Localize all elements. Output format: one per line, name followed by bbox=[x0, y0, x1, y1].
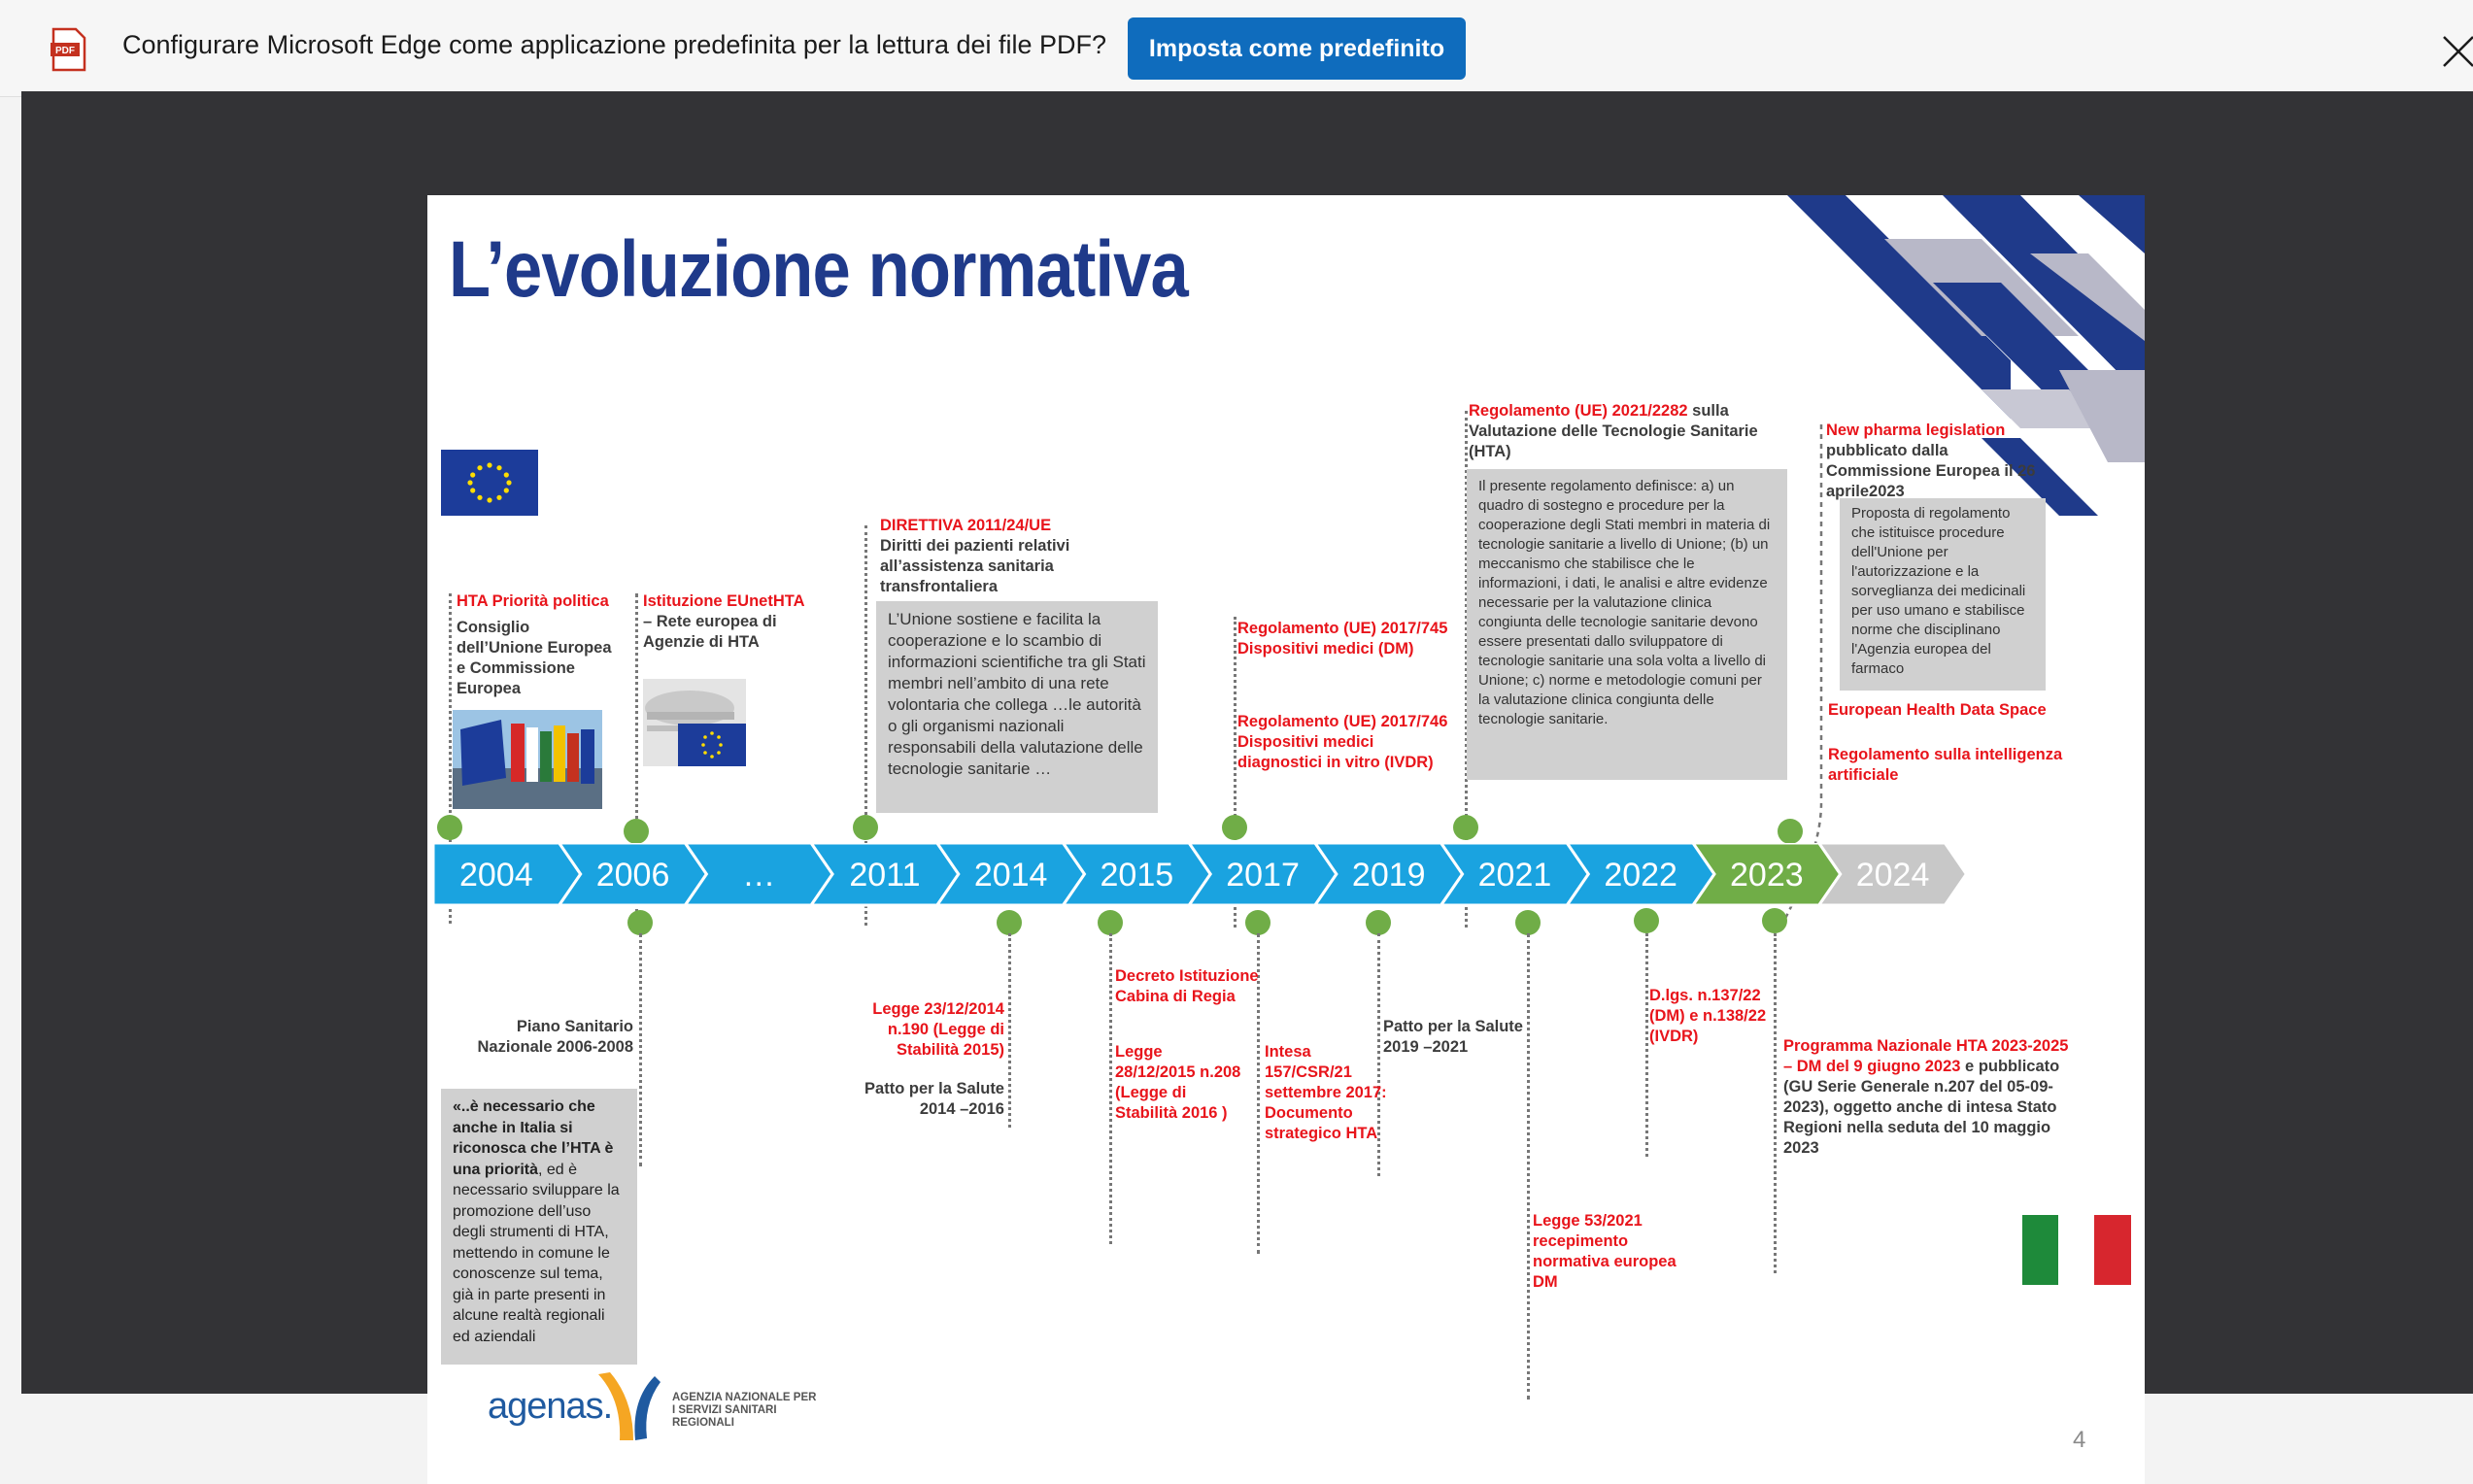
timeline-year-2021: 2021 bbox=[1478, 857, 1552, 894]
timeline-dot-2022-bottom bbox=[1634, 908, 1659, 933]
timeline-dot-2017-bottom bbox=[1245, 910, 1270, 935]
programma-body: e pubblicato (GU Serie Generale n.207 de… bbox=[1783, 1058, 2060, 1157]
legge-2015-text: Legge 28/12/2015 n.208 (Legge di Stabili… bbox=[1115, 1043, 1241, 1122]
default-pdf-infobar: PDF Configurare Microsoft Edge come appl… bbox=[0, 0, 2473, 97]
pdf-icon: PDF bbox=[51, 27, 86, 72]
timeline-year-2014: 2014 bbox=[974, 857, 1048, 894]
timeline-dot-2017-top bbox=[1222, 815, 1247, 840]
timeline-year-2024: 2024 bbox=[1856, 857, 1930, 894]
timeline-dot-2023-bottom bbox=[1762, 908, 1787, 933]
eunethta-body: – Rete europea di Agenzie di HTA bbox=[643, 613, 777, 651]
timeline-segment-2024 bbox=[1815, 843, 1969, 907]
intesa-text: Intesa 157/CSR/21 settembre 2017: Docume… bbox=[1265, 1043, 1387, 1142]
close-icon[interactable] bbox=[2438, 29, 2473, 68]
eunethta-label: Istituzione EUnetHTA bbox=[643, 592, 804, 610]
ehds-label: European Health Data Space bbox=[1828, 701, 2047, 719]
reg-2282-box: Il presente regolamento definisce: a) un… bbox=[1467, 469, 1787, 780]
timeline-year-2019: 2019 bbox=[1352, 857, 1426, 894]
pdf-viewer[interactable]: L’evoluzione normativa HTA Priorità poli… bbox=[21, 91, 2473, 1484]
timeline-year-2006: 2006 bbox=[596, 857, 670, 894]
dlgs-text: D.lgs. n.137/22 (DM) e n.138/22 (IVDR) bbox=[1649, 987, 1767, 1045]
direttiva-label: DIRETTIVA 2011/24/UE bbox=[880, 517, 1052, 534]
programma-text: Programma Nazionale HTA 2023-2025 – DM d… bbox=[1783, 1036, 2075, 1159]
italy-flag-icon bbox=[2022, 1215, 2131, 1285]
agenas-tagline: AGENZIA NAZIONALE PER I SERVIZI SANITARI… bbox=[672, 1392, 837, 1430]
patto-2014-text: Patto per la Salute 2014 –2016 bbox=[864, 1080, 1004, 1118]
reg-2282-text: Regolamento (UE) 2021/2282 sulla Valutaz… bbox=[1469, 401, 1760, 462]
psn-quote-rest: , ed è necessario sviluppare la promozio… bbox=[453, 1161, 620, 1345]
legge-53-text: Legge 53/2021 recepimento normativa euro… bbox=[1533, 1212, 1677, 1291]
page-number: 4 bbox=[2073, 1427, 2086, 1453]
pdf-page[interactable]: L’evoluzione normativa HTA Priorità poli… bbox=[427, 195, 2145, 1484]
eu-flags-photo bbox=[453, 710, 602, 809]
pharma-body: pubblicato dalla Commissione Europea il … bbox=[1826, 442, 2036, 500]
eu-building-photo bbox=[643, 679, 746, 766]
reg-2282-body: sulla Valutazione delle Tecnologie Sanit… bbox=[1469, 402, 1758, 460]
psn-quote-box: «..è necessario che anche in Italia si r… bbox=[441, 1089, 637, 1365]
timeline-year-ellipsis: … bbox=[742, 857, 775, 894]
timeline-year-2015: 2015 bbox=[1101, 857, 1174, 894]
timeline-dot-2004-top bbox=[437, 815, 462, 840]
eu-flag-icon bbox=[441, 450, 538, 516]
psn-quote-bold: «..è necessario che anche in Italia si r… bbox=[453, 1098, 614, 1178]
timeline-year-2022: 2022 bbox=[1604, 857, 1677, 894]
patto-2019-text: Patto per la Salute 2019 –2021 bbox=[1383, 1018, 1523, 1056]
pharma-text: New pharma legislation pubblicato dalla … bbox=[1826, 421, 2055, 502]
timeline-dot-2021-top bbox=[1453, 815, 1478, 840]
slide-title: L’evoluzione normativa bbox=[449, 225, 1189, 314]
hta-priority-label: HTA Priorità politica bbox=[457, 592, 609, 610]
timeline-year-2011: 2011 bbox=[849, 857, 920, 894]
agenas-logo-mark bbox=[598, 1372, 661, 1440]
psn-text: Piano Sanitario Nazionale 2006-2008 bbox=[477, 1018, 633, 1056]
hta-priority-text: HTA Priorità politica Consiglio dell’Uni… bbox=[457, 591, 612, 699]
timeline-dot-2011-top bbox=[853, 815, 878, 840]
timeline-year-2004: 2004 bbox=[459, 857, 533, 894]
timeline-dot-2019-bottom bbox=[1366, 910, 1391, 935]
agenas-logo: agenas. AGENZIA NAZIONALE PER I SERVIZI … bbox=[488, 1370, 837, 1448]
timeline-year-2023: 2023 bbox=[1730, 857, 1804, 894]
direttiva-body: Diritti dei pazienti relativi all’assist… bbox=[880, 537, 1070, 595]
infobar-message: Configurare Microsoft Edge come applicaz… bbox=[122, 30, 1107, 59]
timeline-dot-2014-bottom bbox=[997, 910, 1022, 935]
agenas-tagline-2: I SERVIZI SANITARI REGIONALI bbox=[672, 1404, 777, 1429]
timeline-dot-2023-top bbox=[1778, 819, 1803, 844]
timeline-dot-2021-bottom bbox=[1515, 910, 1541, 935]
pdf-icon-text: PDF bbox=[55, 46, 75, 56]
reg-2017-746: Regolamento (UE) 2017/746 Dispositivi me… bbox=[1237, 713, 1448, 771]
ai-regulation-label: Regolamento sulla intelligenza artificia… bbox=[1828, 746, 2063, 784]
programma-label: Programma Nazionale HTA 2023-2025 – DM d… bbox=[1783, 1037, 2069, 1075]
timeline: 2004 2006 … 2011 2014 2015 2017 2019 2021 2022 202… bbox=[431, 843, 1969, 907]
eunethta-text: Istituzione EUnetHTA – Rete europea di A… bbox=[643, 591, 808, 653]
timeline-dot-2006-top bbox=[624, 819, 649, 844]
reg-2282-label: Regolamento (UE) 2021/2282 bbox=[1469, 402, 1688, 420]
pharma-label: New pharma legislation bbox=[1826, 422, 2006, 439]
set-as-default-button[interactable]: Imposta come predefinito bbox=[1128, 17, 1466, 80]
corner-decoration bbox=[1787, 195, 2145, 516]
reg-2017-745: Regolamento (UE) 2017/745 Dispositivi me… bbox=[1237, 620, 1448, 658]
direttiva-text: DIRETTIVA 2011/24/UE Diritti dei pazient… bbox=[880, 516, 1103, 597]
timeline-dot-2015-bottom bbox=[1098, 910, 1123, 935]
direttiva-box: L’Unione sostiene e facilita la cooperaz… bbox=[876, 601, 1158, 813]
pharma-box: Proposta di regolamento che istituisce p… bbox=[1840, 498, 2046, 691]
decreto-cabina-text: Decreto Istituzione Cabina di Regia bbox=[1115, 967, 1259, 1005]
legge-2014-text: Legge 23/12/2014 n.190 (Legge di Stabili… bbox=[872, 1000, 1004, 1059]
timeline-year-2017: 2017 bbox=[1226, 857, 1300, 894]
hta-priority-body: Consiglio dell’Unione Europea e Commissi… bbox=[457, 619, 612, 697]
timeline-dot-2006-bottom bbox=[627, 910, 653, 935]
